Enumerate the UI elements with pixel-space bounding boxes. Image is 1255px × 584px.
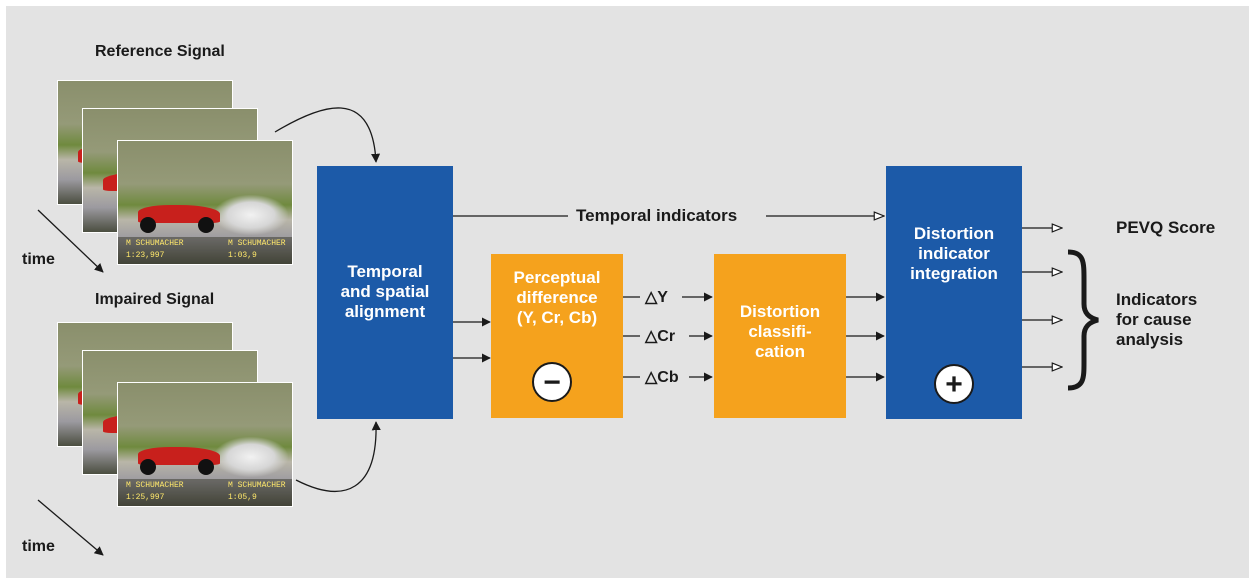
perceptual-box-line-1: Perceptual	[513, 268, 601, 287]
delta-y-label: △Y	[645, 289, 668, 306]
tire	[198, 459, 214, 475]
cause-analysis-line-2: for cause	[1116, 310, 1192, 329]
classification-box-line-2: classifi-	[748, 322, 812, 341]
perceptual-difference-box: Perceptual difference (Y, Cr, Cb) −	[491, 254, 623, 418]
integration-box: Distortion indicator integration +	[886, 166, 1022, 419]
driver-label: M SCHUMACHER	[126, 481, 184, 490]
integration-box-line-2: indicator	[918, 244, 990, 263]
impaired-signal-label: Impaired Signal	[95, 291, 215, 308]
frame-caption-bar: M SCHUMACHER M SCHUMACHER 1:23,997 1:03,…	[118, 237, 292, 264]
reference-frame-3: M SCHUMACHER M SCHUMACHER 1:23,997 1:03,…	[117, 140, 293, 265]
lap-time: 1:25,997	[126, 493, 165, 502]
reference-signal-label: Reference Signal	[95, 43, 225, 60]
impaired-frame-3: M SCHUMACHER M SCHUMACHER 1:25,997 1:05,…	[117, 382, 293, 507]
lap-time: 1:05,9	[228, 493, 257, 502]
impaired-feed-arrow	[295, 421, 381, 492]
integration-box-line-3: integration	[910, 264, 998, 283]
alignment-box-line-2: and spatial	[340, 282, 430, 301]
driver-label: M SCHUMACHER	[228, 239, 286, 248]
classification-box-line-1: Distortion	[739, 302, 821, 321]
temporal-indicators-label: Temporal indicators	[576, 206, 738, 225]
time-arrow-impaired	[37, 499, 104, 556]
tire-smoke	[214, 437, 288, 477]
tire	[140, 217, 156, 233]
cause-analysis-line-3: analysis	[1116, 330, 1184, 349]
cause-analysis-line-1: Indicators	[1116, 290, 1198, 309]
perceptual-box-line-3: (Y, Cr, Cb)	[516, 308, 598, 327]
plus-operator-icon: +	[934, 364, 974, 404]
lap-time: 1:03,9	[228, 251, 257, 260]
distortion-classification-box: Distortion classifi- cation	[714, 254, 846, 418]
perceptual-box-line-2: difference	[516, 288, 598, 307]
cause-analysis-brace	[1067, 249, 1099, 391]
alignment-box: Temporal and spatial alignment	[317, 166, 453, 419]
delta-cr-label: △Cr	[645, 328, 676, 345]
minus-operator-icon: −	[532, 362, 572, 402]
reference-feed-arrow	[274, 107, 381, 163]
tire	[198, 217, 214, 233]
alignment-box-line-1: Temporal	[347, 262, 423, 281]
integration-box-line-1: Distortion	[913, 224, 995, 243]
pevq-score-label: PEVQ Score	[1116, 218, 1216, 237]
lap-time: 1:23,997	[126, 251, 165, 260]
driver-label: M SCHUMACHER	[126, 239, 184, 248]
time-label-impaired: time	[22, 538, 55, 555]
delta-cb-label: △Cb	[645, 369, 679, 386]
time-arrow-reference	[37, 209, 104, 273]
tire-smoke	[214, 195, 288, 235]
frame-caption-bar: M SCHUMACHER M SCHUMACHER 1:25,997 1:05,…	[118, 479, 292, 506]
alignment-box-line-3: alignment	[344, 302, 426, 321]
driver-label: M SCHUMACHER	[228, 481, 286, 490]
tire	[140, 459, 156, 475]
classification-box-line-3: cation	[754, 342, 806, 361]
time-label-reference: time	[22, 251, 55, 268]
